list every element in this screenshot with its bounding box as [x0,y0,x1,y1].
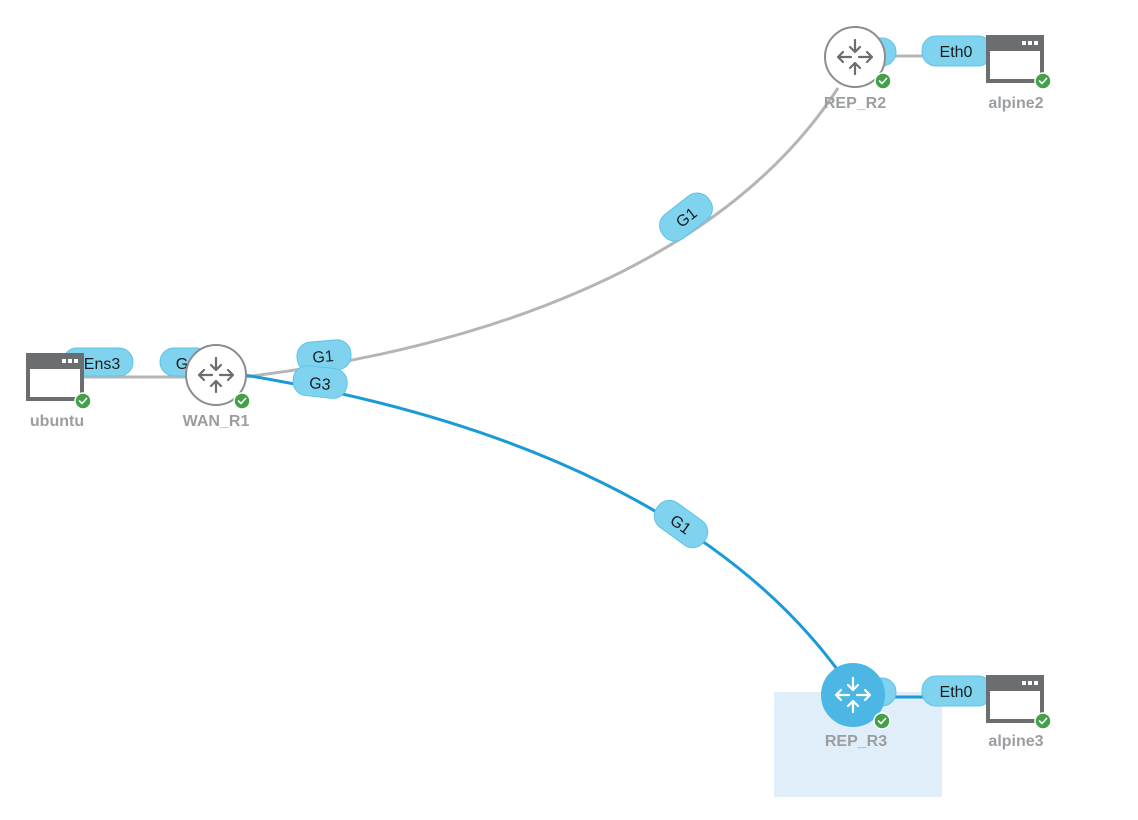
interface-alpine3-eth0[interactable]: Eth0 [921,675,993,707]
node-alpine2-label: alpine2 [988,95,1043,112]
status-running-icon [1034,712,1052,730]
node-rep-r2[interactable]: REP_R2 [824,26,892,112]
interface-alpine2-eth0[interactable]: Eth0 [921,35,993,67]
node-rep-r3-label: REP_R3 [825,733,887,750]
interface-alpine2-eth0-label: Eth0 [940,44,973,61]
server-icon [986,675,1044,723]
interface-ubuntu-ens3-label: Ens3 [84,356,121,373]
node-rep-r3[interactable]: REP_R3 [821,663,891,750]
interface-rep-r3-g1[interactable]: G1 [649,495,714,553]
node-alpine3-label: alpine3 [988,733,1043,750]
node-wan-r1-label: WAN_R1 [183,413,250,430]
node-wan-r1[interactable]: WAN_R1 [183,344,251,430]
node-ubuntu-label: ubuntu [30,413,84,430]
status-running-icon [74,392,92,410]
interface-wan-r1-g3[interactable]: G3 [292,364,349,399]
status-running-icon [873,712,891,730]
status-running-icon [874,72,892,90]
link-wan-r1-rep-r3[interactable] [243,373,844,677]
status-running-icon [1034,72,1052,90]
node-alpine3[interactable]: alpine3 [986,675,1052,750]
status-running-icon [233,392,251,410]
link-wan-r1-rep-r2[interactable] [243,87,840,379]
node-ubuntu[interactable]: ubuntu [26,353,92,430]
router-icon [185,344,247,406]
interface-wan-r1-g0-label: G [176,356,188,373]
server-icon [986,35,1044,83]
node-alpine2[interactable]: alpine2 [986,35,1052,112]
interface-wan-r1-g3-label: G3 [308,375,331,394]
router-icon [821,663,885,727]
router-icon [824,26,886,88]
interface-alpine3-eth0-label: Eth0 [940,684,973,701]
interface-wan-r1-g1-label: G1 [312,348,335,367]
interface-rep-r2-g1[interactable]: G1 [654,187,718,246]
server-icon [26,353,84,401]
node-rep-r2-label: REP_R2 [824,95,886,112]
